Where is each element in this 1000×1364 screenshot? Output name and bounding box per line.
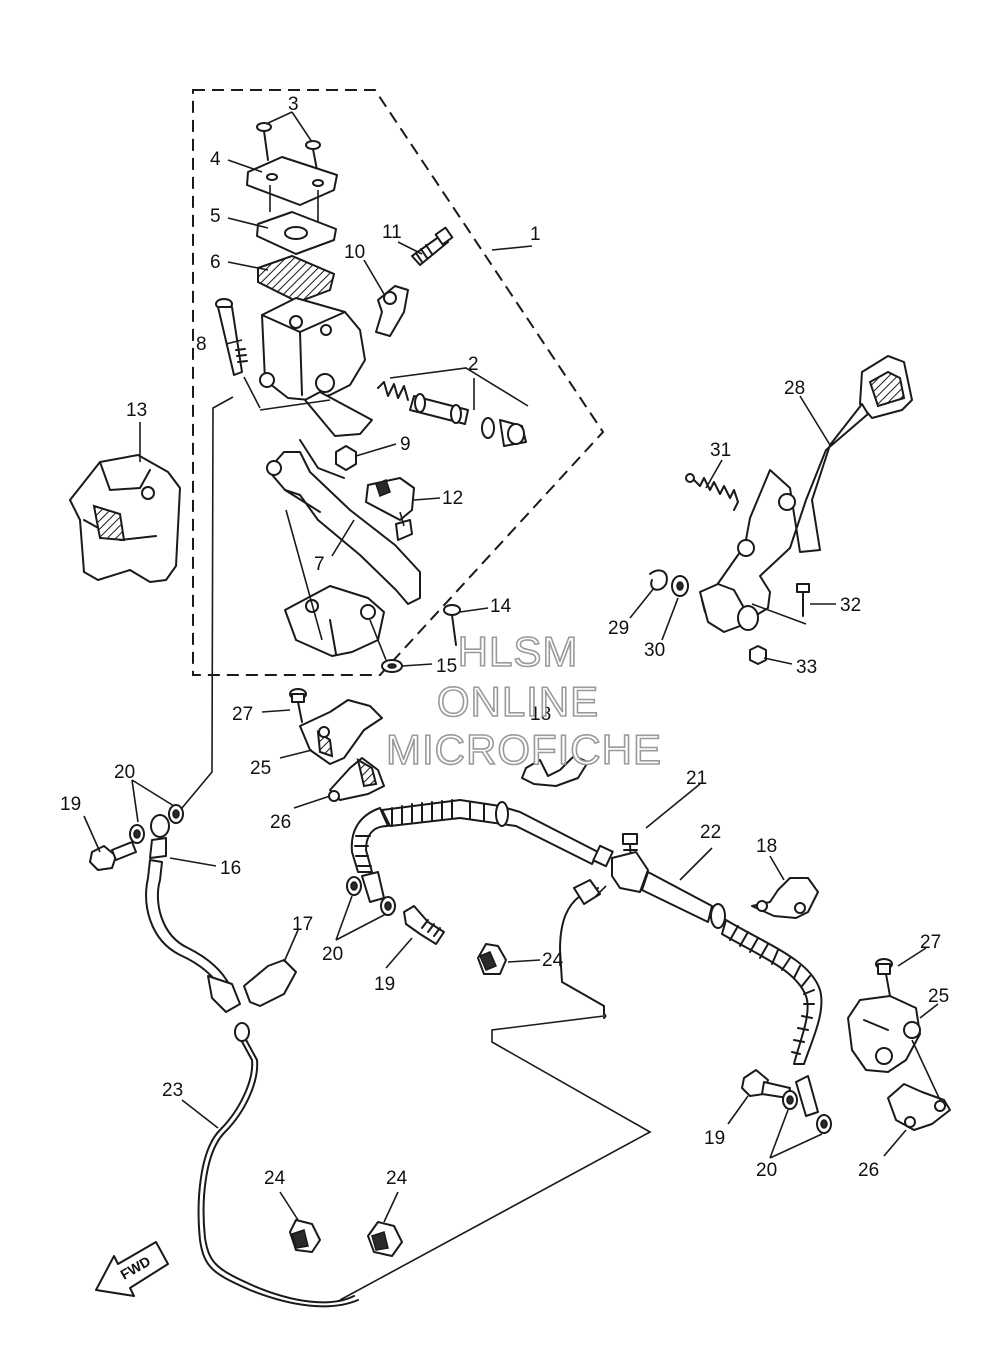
part-19-bolt-right (741, 1069, 791, 1099)
callout-27-right: 27 (920, 932, 941, 953)
callout-26-left: 26 (270, 812, 291, 833)
part-32-bolt (796, 583, 810, 617)
part-24-joint-bottom-right (367, 1221, 403, 1257)
callout-29: 29 (608, 618, 629, 639)
callout-14: 14 (490, 596, 512, 617)
callout-26-right: 26 (858, 1160, 879, 1181)
callout-9: 9 (400, 434, 411, 455)
part-1-master-cylinder-body (261, 297, 366, 401)
callout-3: 3 (288, 94, 299, 115)
assembly-boundary (192, 89, 605, 676)
callout-33: 33 (796, 657, 817, 678)
part-27-bolt-right (875, 958, 893, 997)
callout-5: 5 (210, 206, 221, 227)
part-31-spring (691, 477, 739, 511)
callout-20-left: 20 (114, 762, 135, 783)
part-19-bolt-left (89, 841, 137, 871)
part-9-nut (335, 445, 357, 471)
callout-numbers: 1 2 3 4 5 6 7 8 9 10 11 12 13 14 15 16 1… (60, 94, 949, 1189)
part-18-clamp-right (751, 877, 819, 919)
callout-19-right: 19 (704, 1128, 725, 1149)
part-4-cap (246, 156, 338, 206)
callout-19-mid: 19 (374, 974, 395, 995)
part-16-brake-hose (145, 814, 241, 1013)
callout-16: 16 (220, 858, 241, 879)
callout-10: 10 (344, 242, 365, 263)
callout-24-center: 24 (542, 950, 564, 971)
part-11-bolt (411, 226, 454, 266)
callout-24-bottom-right: 24 (386, 1168, 408, 1189)
watermark-line-3: MICROFICHE (386, 726, 662, 773)
callout-31: 31 (710, 440, 731, 461)
part-13-cover (69, 454, 181, 583)
part-29-clip (649, 569, 668, 591)
callout-30: 30 (644, 640, 665, 661)
part-27-bolt-left (289, 688, 307, 723)
part-14-screw (443, 604, 461, 646)
callout-22: 22 (700, 822, 721, 843)
part-6-diaphragm (257, 254, 336, 304)
callout-8: 8 (196, 334, 207, 355)
callout-12: 12 (442, 488, 463, 509)
callout-25-left: 25 (250, 758, 271, 779)
callout-1: 1 (530, 224, 541, 245)
part-24-joint-center (477, 943, 507, 975)
callout-18-right: 18 (756, 836, 777, 857)
part-26-bracket-right (887, 1083, 951, 1131)
callout-27-left: 27 (232, 704, 253, 725)
part-18-clamp-top (521, 755, 589, 787)
watermark-line-1: HLSM (458, 628, 579, 675)
callout-23: 23 (162, 1080, 183, 1101)
watermark: HLSM ONLINE MICROFICHE (385, 627, 662, 774)
part-brake-pipe-rear (559, 887, 605, 1015)
watermark-line-2: ONLINE (437, 678, 599, 725)
part-2-piston-kit (377, 367, 529, 447)
callout-19-left: 19 (60, 794, 81, 815)
part-3-screws (256, 122, 321, 171)
callout-24-bottom-left: 24 (264, 1168, 286, 1189)
part-28-brake-pedal (699, 355, 913, 633)
callout-20-right: 20 (756, 1160, 777, 1181)
callout-28: 28 (784, 378, 805, 399)
callout-13: 13 (126, 400, 147, 421)
callout-2: 2 (468, 354, 479, 375)
part-23-brake-pipe (197, 1037, 359, 1308)
part-8-pivot-bolt (215, 298, 261, 409)
callout-32: 32 (840, 595, 861, 616)
leader-lines (83, 111, 939, 1223)
callout-7: 7 (314, 554, 325, 575)
callout-15: 15 (436, 656, 457, 677)
callout-17: 17 (292, 914, 313, 935)
callout-18-top: 18 (530, 704, 551, 725)
fwd-arrow-icon: FWD (95, 1241, 169, 1297)
part-12-switch (365, 477, 415, 541)
part-25-holder-right (847, 995, 921, 1073)
callout-20-mid: 20 (322, 944, 343, 965)
part-24-joint-bottom-left (289, 1219, 321, 1253)
part-17-clamp (243, 959, 297, 1007)
part-33-nut (749, 645, 767, 665)
callout-6: 6 (210, 252, 221, 273)
callout-21: 21 (686, 768, 707, 789)
part-25-holder-left (299, 699, 383, 765)
callout-11: 11 (382, 222, 402, 243)
callout-25-right: 25 (928, 986, 949, 1007)
callout-4: 4 (210, 149, 221, 170)
part-19-bolt-mid (403, 905, 445, 945)
